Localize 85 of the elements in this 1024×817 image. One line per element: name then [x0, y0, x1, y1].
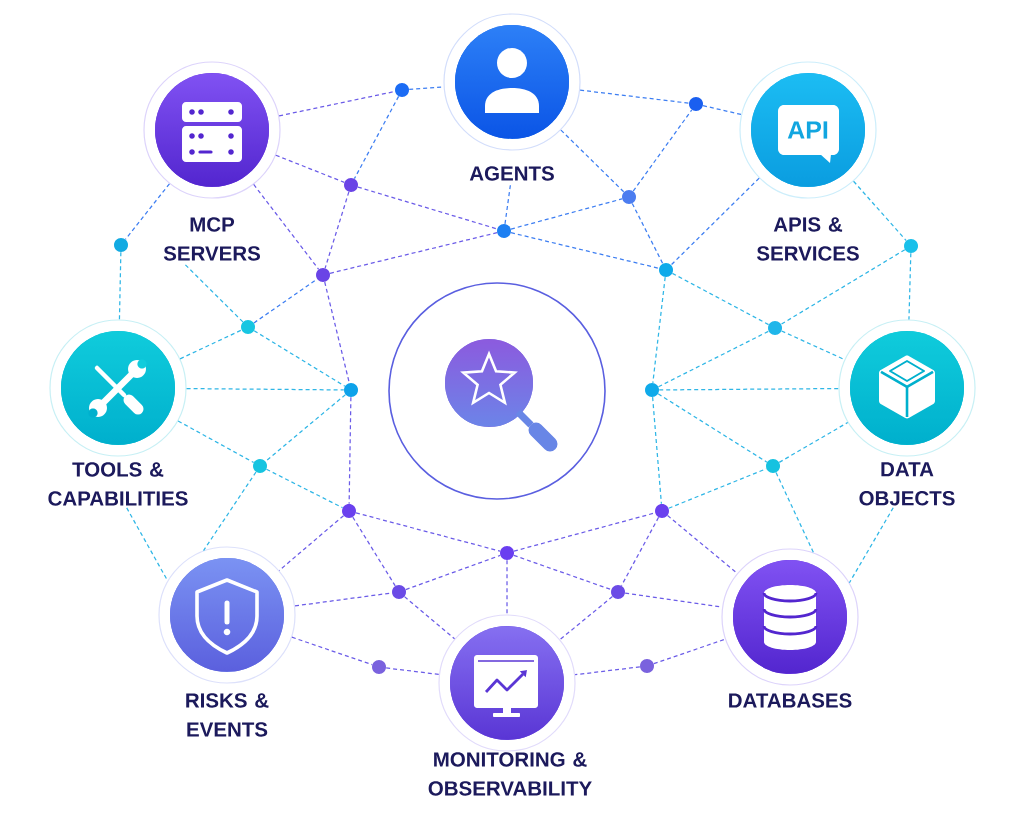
- junction-dot: [611, 585, 625, 599]
- junction-dot: [640, 659, 654, 673]
- dashed-connector: [182, 262, 244, 323]
- dashed-connector: [666, 514, 738, 574]
- dashed-connector: [702, 105, 742, 116]
- node-label: TOOLS & CAPABILITIES: [48, 462, 188, 506]
- junction-dot: [344, 178, 358, 192]
- junction-dot: [395, 83, 409, 97]
- node-label: DATA OBJECTS: [859, 462, 955, 506]
- dashed-connector: [560, 129, 625, 193]
- junction-dot: [500, 546, 514, 560]
- junction-dot: [253, 459, 267, 473]
- junction-dot: [645, 383, 659, 397]
- dashed-connector: [657, 330, 770, 388]
- junction-dot: [342, 504, 356, 518]
- dashed-connector: [385, 667, 440, 676]
- dashed-connector: [668, 468, 767, 509]
- dashed-connector: [329, 232, 498, 274]
- dashed-connector: [778, 421, 849, 463]
- junction-dot: [622, 190, 636, 204]
- dashed-connector: [405, 554, 501, 591]
- node-label: APIS & SERVICES: [756, 217, 859, 261]
- dashed-connector: [908, 252, 912, 321]
- dashed-connector: [671, 272, 770, 326]
- dashed-connector: [651, 396, 663, 505]
- dashed-connector: [631, 202, 664, 265]
- dashed-connector: [324, 281, 350, 384]
- dashed-connector: [852, 180, 907, 242]
- dashed-connector: [775, 471, 815, 554]
- dashed-connector: [253, 278, 318, 324]
- dashed-connector: [265, 468, 344, 509]
- node-label: AGENTS: [469, 166, 554, 181]
- dashed-connector: [353, 95, 400, 180]
- dashed-connector: [124, 183, 171, 240]
- dashed-connector: [278, 515, 345, 572]
- dashed-connector: [253, 183, 320, 270]
- dashed-connector: [658, 387, 840, 391]
- junction-dot: [344, 383, 358, 397]
- junction-dot: [768, 321, 782, 335]
- node-label: DATABASES: [729, 693, 852, 708]
- dashed-connector: [504, 182, 512, 225]
- dashed-connector: [179, 329, 243, 360]
- dashed-connector: [403, 596, 456, 640]
- junction-dot: [372, 660, 386, 674]
- dashed-connector: [657, 393, 768, 463]
- dashed-connector: [264, 394, 347, 462]
- dashed-connector: [275, 154, 345, 183]
- dashed-connector: [848, 507, 894, 584]
- junction-dot: [904, 239, 918, 253]
- dashed-connector: [574, 666, 641, 676]
- dashed-connector: [780, 249, 906, 325]
- junction-dot: [241, 320, 255, 334]
- dashed-connector: [670, 177, 760, 266]
- dashed-connector: [177, 420, 255, 464]
- junction-dot: [659, 263, 673, 277]
- dashed-connector: [352, 516, 396, 587]
- dashed-connector: [513, 554, 612, 591]
- dashed-connector: [653, 638, 726, 665]
- dashed-connector: [652, 276, 666, 384]
- node-label: MCP SERVERS: [163, 217, 260, 261]
- dashed-connector: [632, 109, 693, 192]
- dashed-connector: [324, 191, 350, 269]
- dashed-connector: [506, 559, 508, 616]
- node-label: MONITORING & OBSERVABILITY: [428, 752, 592, 796]
- junction-dot: [114, 238, 128, 252]
- junction-dot: [497, 224, 511, 238]
- junction-dot: [655, 504, 669, 518]
- dashed-connector: [348, 396, 352, 505]
- dashed-connector: [559, 595, 614, 641]
- dashed-connector: [620, 516, 660, 587]
- dashed-connector: [579, 89, 690, 104]
- dashed-connector: [253, 330, 346, 387]
- dashed-connector: [291, 636, 373, 666]
- dashed-connector: [118, 251, 122, 321]
- junction-dot: [316, 268, 330, 282]
- dashed-connector: [185, 387, 345, 391]
- dashed-connector: [510, 198, 623, 230]
- dashed-connector: [355, 512, 501, 552]
- junction-dot: [689, 97, 703, 111]
- dashed-connector: [510, 232, 660, 269]
- junction-dot: [392, 585, 406, 599]
- junction-dot: [766, 459, 780, 473]
- dashed-connector: [357, 186, 498, 230]
- node-label: RISKS & EVENTS: [186, 693, 269, 737]
- dashed-connector: [202, 471, 257, 552]
